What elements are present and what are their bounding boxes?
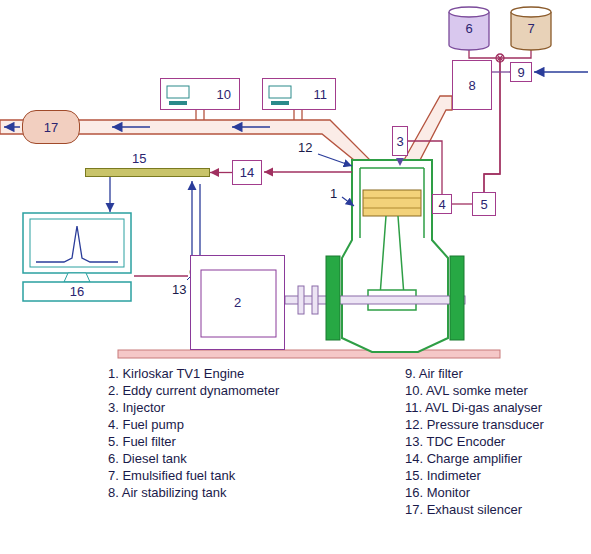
flywheel [450,256,464,340]
key-entry: 9. Air filter [405,366,463,381]
injector-nozzle [396,158,404,166]
key-entry: 12. Pressure transducer [405,417,544,432]
connector-line [408,141,442,194]
flywheel [326,256,340,340]
connector-line [492,71,510,72]
connector-line [452,203,472,204]
callout-number: 1 [330,186,337,201]
connector-line [210,172,232,173]
leader-line [342,197,354,206]
diesel-tank: 6 [448,6,490,50]
flow-arrow [112,126,150,128]
coupling-flange [298,286,304,314]
key-entry: 6. Diesel tank [108,451,187,466]
key-entry: 5. Fuel filter [108,434,176,449]
key-entry: 11. AVL Di-gas analyser [405,400,542,415]
callout-number: 14 [240,165,254,180]
piston-ring [363,198,421,208]
base-plate [118,350,500,358]
key-entry: 8. Air stabilizing tank [108,485,227,500]
callout-number: 3 [396,134,403,149]
probe-pipe [196,110,204,120]
leader-line [318,154,352,166]
callout-number: 12 [298,140,312,155]
callout-number: 7 [527,21,534,36]
callout-number: 11 [314,87,328,102]
signal-wire [191,181,192,265]
engine-housing [342,160,448,352]
callout-number: 2 [234,295,241,310]
key-entry: 7. Emulsified fuel tank [108,468,235,483]
connector-line [109,177,110,212]
callout-number: 17 [44,120,58,135]
key-entry: 10. AVL somke meter [405,383,528,398]
key-entry: 3. Injector [108,400,165,415]
cylinder-wall [360,168,424,238]
flow-arrow [4,126,20,128]
monitor: 16 [22,212,132,302]
callout-number: 4 [438,197,445,212]
connecting-rod [380,216,404,296]
air-inlet-arrow [534,71,588,73]
smoke-meter: 10 [160,78,240,110]
exhaust-silencer: 17 [22,110,80,144]
key-entry: 16. Monitor [405,485,470,500]
fuel-pump: 4 [432,194,452,214]
signal-wire [134,275,188,276]
flow-arrow [232,126,270,128]
piston [363,190,421,216]
key-entry: 13. TDC Encoder [405,434,505,449]
callout-number: 5 [480,197,487,212]
air-stabilizing-tank: 8 [452,60,492,110]
callout-number: 9 [517,65,524,80]
callout-number: 10 [217,87,231,102]
callout-number: 16 [70,284,84,299]
key-entry: 1. Kirloskar TV1 Engine [108,366,244,381]
key-entry: 2. Eddy current dynamometer [108,383,279,398]
injector: 3 [392,126,408,156]
air-filter: 9 [510,62,532,82]
key-entry: 14. Charge amplifier [405,451,522,466]
intake-pipe [404,96,452,160]
coupling-flange [312,286,318,314]
dynamometer: 2 [190,255,285,350]
callout-number: 13 [172,282,186,297]
callout-number: 6 [465,21,472,36]
key-entry: 4. Fuel pump [108,417,184,432]
fuel-filter: 5 [472,192,496,216]
callout-number: 15 [132,151,146,166]
key-entry: 15. Indimeter [405,468,481,483]
indimeter: 15 [85,168,210,177]
signal-wire [264,171,352,172]
charge-amplifier: 14 [232,160,262,185]
key-entry: 17. Exhaust silencer [405,502,522,517]
signal-wire [199,184,200,265]
emulsion-tank: 7 [510,6,552,50]
callout-number: 8 [468,78,475,93]
gas-analyser: 11 [262,78,336,110]
probe-pipe [294,110,302,120]
